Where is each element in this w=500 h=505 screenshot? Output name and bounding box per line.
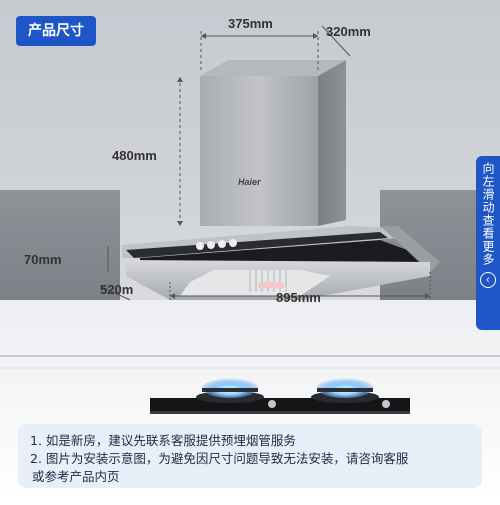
- control-buttons: [196, 239, 237, 250]
- chimney-side: [318, 60, 346, 226]
- dimension-arrows: [170, 33, 430, 299]
- left-cabinet: [0, 190, 120, 300]
- note-line: 或参考产品内页: [32, 469, 120, 484]
- dim-height: 480mm: [112, 148, 157, 163]
- note-line: 1. 如是新房，建议先联系客服提供预埋烟管服务: [30, 433, 296, 448]
- hood-grille: [180, 270, 330, 296]
- dimension-lines: [99, 25, 431, 301]
- hood-light: [258, 282, 284, 288]
- right-cabinet: [380, 190, 476, 300]
- product-size-badge: 产品尺寸: [16, 16, 96, 46]
- chevron-left-icon: ‹: [480, 272, 496, 288]
- dim-depth-bottom: 520m: [100, 282, 134, 297]
- dim-depth-top: 320mm: [326, 24, 371, 39]
- install-notes: 1. 如是新房，建议先联系客服提供预埋烟管服务 2. 图片为安装示意图，为避免因…: [30, 432, 470, 486]
- chimney-top: [200, 60, 346, 76]
- burner-left: [196, 378, 264, 403]
- knob-left: [268, 400, 276, 408]
- hood-side: [380, 226, 440, 272]
- dim-width-bottom: 895mm: [276, 290, 321, 305]
- notes-box: [18, 424, 482, 488]
- burner-right: [311, 378, 379, 403]
- chimney-front: [200, 76, 318, 226]
- knob-right: [382, 400, 390, 408]
- swipe-more-tab[interactable]: 向左滑动查看更多 ‹: [476, 156, 500, 330]
- swipe-more-label: 向左滑动查看更多: [481, 162, 495, 266]
- dim-width-top: 375mm: [228, 16, 273, 31]
- grille-slats: [249, 270, 287, 292]
- note-line: 2. 图片为安装示意图，为避免因尺寸问题导致无法安装，请咨询客服: [30, 451, 409, 466]
- brand-logo: Haier: [238, 177, 261, 187]
- dim-panel-height: 70mm: [24, 252, 62, 267]
